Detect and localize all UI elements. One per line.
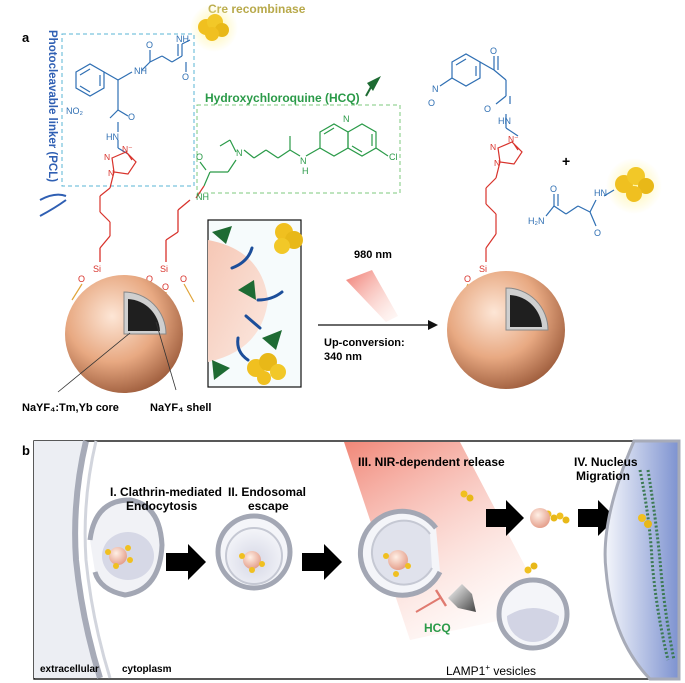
step1-label-line2: Endocytosis (126, 499, 198, 513)
linker-chains (99, 199, 191, 262)
step2-label-line2: escape (248, 499, 289, 513)
step-arrow-2 (302, 544, 342, 580)
atom-o-3: O (128, 112, 135, 122)
released-nanoparticle (530, 508, 570, 528)
cytoplasm-label: cytoplasm (122, 664, 172, 675)
svg-text:O: O (180, 274, 187, 284)
extracellular-label: extracellular (40, 664, 99, 675)
lamp1-label: LAMP1+ vesicles (446, 663, 536, 678)
cre-protein-released (606, 158, 662, 214)
shell-label: NaYF₄ shell (150, 402, 211, 414)
product-atom-n-1: N (490, 142, 496, 152)
product-atom-o-2: O (484, 104, 491, 114)
pcl-label: Photocleavable linker (PCL) (46, 30, 58, 182)
product-atom-o-1: O (490, 46, 497, 56)
lamp1-vesicle (496, 577, 570, 651)
atom-nh-1: NH (134, 66, 147, 76)
svg-text:Si: Si (160, 264, 168, 274)
atom-hn-1: HN (106, 132, 119, 142)
atom-nh-hcq: NH (196, 192, 209, 202)
hcq-label: Hydroxychloroquine (HCQ) (205, 91, 360, 105)
product-atom-n-2: N (494, 158, 500, 168)
atom-n-hcq-1: N (300, 156, 307, 166)
atom-o-2: O (182, 72, 189, 82)
step1-label-line1: I. Clathrin-mediated (110, 485, 222, 499)
cre-protein-top (190, 4, 238, 52)
atom-o-hcq: O (196, 152, 203, 162)
upconversion-line1: Up-conversion: (324, 337, 405, 349)
released-atom-o-1: O (594, 228, 601, 238)
cre-recombinase-label: Cre recombinase (208, 2, 306, 16)
svg-text:Si: Si (93, 264, 101, 274)
step2-label-line1: II. Endosomal (228, 485, 306, 499)
hcq-inhibition-line (415, 597, 441, 613)
hcq-inhibition-bar (434, 589, 448, 607)
hcq-structure (199, 123, 389, 187)
atom-n-minus-1: N⁻ (122, 144, 133, 154)
nucleus (603, 439, 681, 681)
nanoparticle-right (447, 271, 565, 389)
pcl-box (61, 33, 195, 187)
product-atom-n: N (432, 84, 439, 94)
released-atom-o-2: O (550, 184, 557, 194)
atom-n-1: N (104, 152, 110, 162)
plus-sign: + (562, 153, 570, 169)
wavelength-label: 980 nm (354, 249, 392, 261)
triazole-right (485, 141, 523, 262)
released-atom-hn: HN (594, 188, 607, 198)
endocytosis-vesicle (87, 497, 165, 598)
svg-text:O: O (146, 274, 153, 284)
atom-no2: NO₂ (66, 106, 84, 116)
svg-text:O: O (464, 274, 471, 284)
released-atom-h2n: H₂N (528, 216, 545, 226)
released-linker-structure (545, 189, 615, 227)
pcl-structure (75, 39, 191, 155)
pcl-brace (39, 193, 67, 201)
core-pointer (57, 332, 131, 393)
step4-label-line2: Migration (576, 469, 630, 483)
hcq-text: HCQ (424, 621, 451, 635)
ruptured-endosome (357, 508, 443, 598)
nanoparticle-left (65, 275, 183, 393)
upconversion-line2: 340 nm (324, 351, 362, 363)
panel-b-letter: b (22, 443, 30, 458)
svg-text:O: O (162, 282, 169, 292)
step-arrow-3 (486, 500, 524, 536)
atom-n-2: N (108, 168, 114, 178)
svg-text:Si: Si (479, 264, 487, 274)
atom-nh-2: NH (176, 34, 189, 44)
step4-label-line1: IV. Nucleus (574, 455, 638, 469)
atom-cl: Cl (389, 152, 398, 162)
product-atom-hn: HN (498, 116, 511, 126)
surface-inset (207, 219, 303, 388)
fusion-arrow-icon (448, 584, 476, 612)
atom-n-hcq-3: N (236, 148, 243, 158)
svg-text:O: O (78, 274, 85, 284)
atom-h-hcq: H (302, 166, 309, 176)
step-arrow-1 (166, 544, 206, 580)
nir-beam-small (346, 270, 398, 322)
atom-o-1: O (146, 40, 153, 50)
cell-membrane (72, 440, 103, 679)
product-atom-n-minus: N⁻ (508, 134, 519, 144)
atom-n-hcq-2: N (343, 114, 350, 124)
step3-label: III. NIR-dependent release (358, 455, 505, 469)
product-atom-o-3: O (428, 98, 435, 108)
hcq-box (196, 104, 401, 194)
core-label: NaYF₄:Tm,Yb core (22, 402, 119, 414)
triazole-left (99, 151, 137, 236)
shell-pointer (155, 321, 177, 391)
product-structure (439, 53, 519, 137)
panel-a-letter: a (22, 30, 30, 45)
endosome (215, 513, 293, 591)
